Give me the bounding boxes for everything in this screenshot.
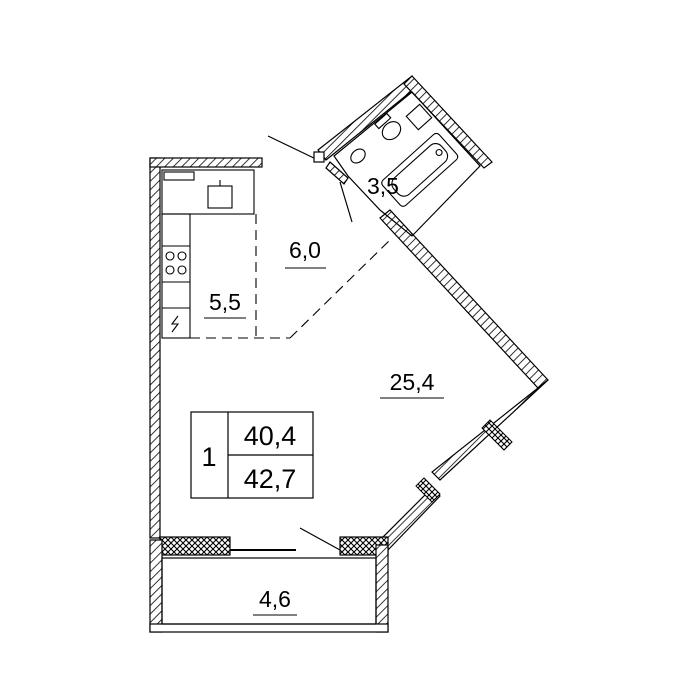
washbasin: [350, 148, 366, 164]
kitchen-fixtures: [161, 169, 255, 339]
room-area-hall: 6,0: [289, 237, 321, 263]
wall-bath-right: [403, 75, 493, 169]
wall-bath-lower: [325, 161, 349, 185]
fridge: [163, 171, 195, 181]
kitchen-counter-top: [161, 169, 255, 215]
total-area: 42,7: [244, 464, 297, 494]
wall-bottom-left: [159, 536, 231, 556]
room-area-balcony: 4,6: [259, 586, 291, 612]
counter-left: [161, 213, 191, 339]
bathtub: [381, 132, 459, 207]
bathroom-outline: [333, 91, 481, 237]
room-area-living: 25,4: [390, 369, 435, 395]
window-right-lower: [415, 477, 441, 503]
stove-burner: [165, 265, 175, 275]
toilet: [381, 121, 402, 141]
stove-burner: [165, 251, 175, 261]
rooms-count: 1: [201, 442, 216, 472]
hall-divider: [289, 237, 393, 339]
area-summary-box: 1 40,4 42,7: [190, 411, 314, 499]
balcony-bottom: [149, 623, 389, 633]
wall-bath-left: [317, 75, 419, 161]
washer: [405, 103, 433, 131]
wall-right-diagonal: [379, 209, 549, 389]
stove-burner: [177, 265, 187, 275]
electric-icon: [170, 315, 180, 333]
bathroom-fixtures: [350, 103, 459, 207]
entry-door-swing: [267, 135, 319, 161]
wall-top-kitchen: [149, 157, 263, 168]
balcony-left-wall: [149, 539, 163, 633]
window-right-upper: [481, 419, 513, 451]
entry-door-jamb: [313, 151, 325, 163]
sink: [207, 185, 233, 209]
living-area: 40,4: [244, 421, 297, 451]
wall-left: [149, 157, 161, 539]
stove-burner: [177, 251, 187, 261]
room-area-kitchen: 5,5: [209, 289, 241, 315]
balcony-right-wall: [375, 544, 389, 633]
interior-lines: [161, 91, 481, 625]
walls: [149, 75, 549, 633]
zone-dividers: [190, 214, 393, 339]
room-area-bathroom: 3,5: [367, 173, 399, 199]
bath-door-swing: [339, 181, 353, 223]
balcony-door-swing: [299, 527, 341, 551]
balcony-outline: [161, 557, 377, 625]
